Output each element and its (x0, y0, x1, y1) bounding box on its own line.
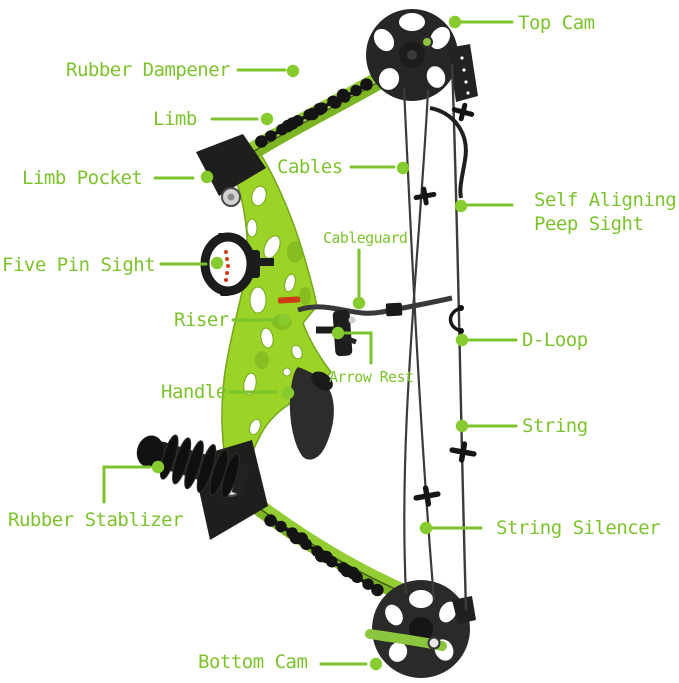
leader-dot-limb (260, 112, 274, 126)
leader-dot-limb-pocket (200, 170, 214, 184)
leader-dot-riser (277, 313, 291, 327)
leader-line-arrow-rest (343, 331, 373, 365)
leader-dot-arrow-rest (331, 326, 345, 340)
limb-pocket-top-part (196, 134, 266, 207)
leader-dot-rubber-dampener (286, 64, 300, 78)
bottom-cam-wheel (365, 580, 476, 678)
grip (289, 367, 334, 460)
leader-dot-string-silencer (419, 521, 433, 535)
leader-dot-cables (396, 161, 410, 175)
leader-dot-self-peep (454, 199, 468, 213)
leader-dot-rubber-stablizer (151, 460, 165, 474)
bowstring-line (450, 63, 468, 611)
leader-dot-bottom-cam (369, 657, 383, 671)
string-silencer-devices (413, 441, 477, 507)
top-cam-wheel (366, 9, 478, 102)
leader-dot-d-loop (455, 333, 469, 347)
red-accent (277, 296, 301, 304)
peep-sight-tube (413, 102, 475, 206)
rubber-stabilizer-device (136, 434, 251, 499)
leader-dot-string (455, 419, 469, 433)
five-pin-sight-device (200, 232, 274, 296)
rubber-dampeners (255, 78, 384, 597)
leader-dot-cableguard (352, 296, 366, 310)
leader-line-rubber-stablizer (102, 465, 152, 504)
leader-dot-top-cam (448, 15, 462, 29)
cableguard-rod (297, 295, 453, 317)
d-loop-device (448, 305, 464, 334)
leader-dot-five-pin-sight (210, 256, 224, 270)
leader-dot-handle (281, 386, 295, 400)
